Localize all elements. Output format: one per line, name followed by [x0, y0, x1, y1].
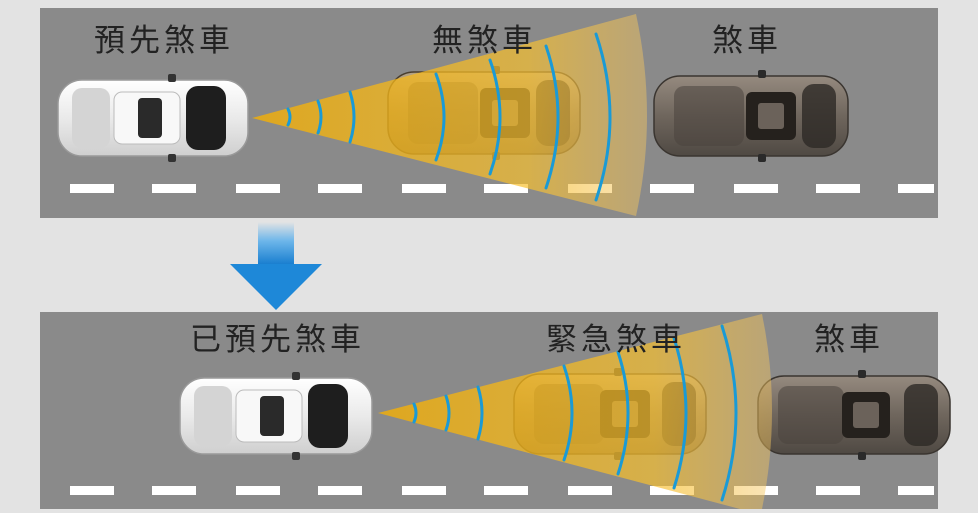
car-ego-top [57, 74, 249, 162]
car-ego-bottom [179, 372, 373, 460]
label-bottom-front: 煞車 [814, 322, 884, 358]
down-arrow-icon [230, 222, 322, 310]
radar-beam-top [252, 14, 647, 216]
label-bottom-ego: 已預先煞車 [190, 322, 365, 358]
radar-waves-bottom [412, 324, 738, 502]
label-bottom-middle: 緊急煞車 [546, 322, 686, 358]
car-front-top [653, 70, 849, 162]
label-top-ego: 預先煞車 [94, 23, 234, 59]
radar-waves-top [286, 32, 612, 202]
label-top-middle: 無煞車 [432, 23, 537, 59]
label-top-front: 煞車 [712, 23, 782, 59]
radar-beam-bottom [378, 314, 772, 509]
car-front-bottom [757, 370, 951, 460]
